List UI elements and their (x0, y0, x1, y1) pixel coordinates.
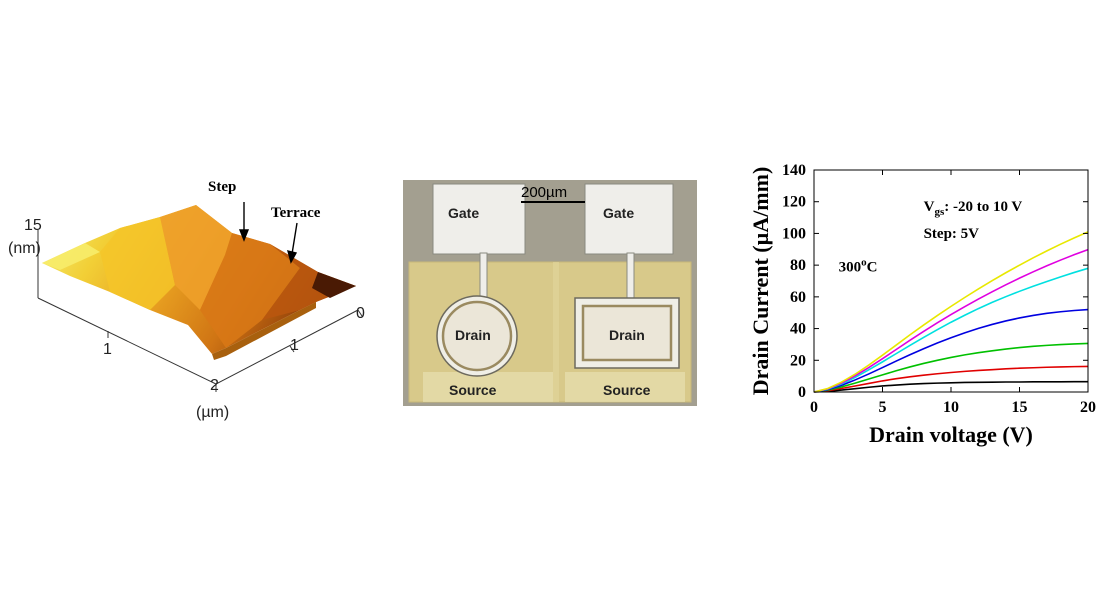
series-line-2 (813, 365, 1089, 393)
y-tick-label: 0 (798, 384, 806, 401)
terrain-band-2 (100, 217, 175, 310)
terrace-label: Terrace (271, 205, 321, 221)
vgs-range: : -20 to 10 V (944, 199, 1022, 215)
micrograph-panel: 200µm Gate Drain Source Gate Drain Sourc… (403, 180, 697, 406)
degree-superscript: o (861, 256, 867, 268)
y-tick-1: 1 (290, 337, 299, 354)
vgs-annotation: Vgs: -20 to 10 V (924, 199, 1023, 218)
x-tick-label: 0 (810, 399, 818, 416)
vgs-symbol: V (924, 199, 935, 215)
y-axis-title: Drain Current (µA/mm) (748, 167, 773, 396)
temperature-annotation: 300oC (839, 256, 878, 275)
scale-bar-label: 200µm (521, 184, 567, 201)
right-source-label: Source (603, 382, 651, 398)
right-gate-label: Gate (603, 205, 634, 221)
left-drain-pad (441, 300, 513, 372)
terrain-band-3 (160, 205, 232, 310)
terrain-front-face (212, 302, 316, 360)
afm-panel: 15 (nm) Step Terrace 1 2 0 1 (µm) (0, 160, 380, 430)
x-axis-title: Drain voltage (V) (869, 422, 1033, 447)
series-line-7 (813, 231, 1089, 393)
left-gate-lead (479, 252, 488, 299)
x-tick-label: 20 (1080, 399, 1096, 416)
z-tick-label: 15 (24, 217, 42, 234)
terrain-band-1 (42, 243, 100, 270)
terrace-arrow (287, 222, 298, 264)
y-tick-label: 120 (782, 194, 806, 211)
series-line-4 (813, 308, 1089, 393)
right-drain-pad (581, 304, 673, 362)
y-tick-label: 80 (790, 257, 806, 274)
afm-axes (37, 230, 363, 392)
step-arrow (238, 202, 250, 242)
temperature-value: 300 (839, 259, 862, 275)
series-layer (813, 231, 1089, 393)
afm-figure: 15 (nm) Step Terrace 1 2 0 1 (µm) (8, 179, 365, 421)
y-tick-0: 0 (356, 305, 365, 322)
y-tick-label: 20 (790, 352, 806, 369)
micrograph-image: 200µm Gate Drain Source Gate Drain Sourc… (403, 180, 697, 406)
iv-chart-panel: 0 5 10 15 20 0 20 40 60 80 100 120 140 Drain voltage… (740, 150, 1105, 450)
terrain-band-4 (200, 233, 300, 348)
left-drain-label: Drain (455, 327, 491, 343)
series-line-6 (813, 248, 1089, 393)
y-tick-label: 40 (790, 321, 806, 338)
x-tick-label: 5 (879, 399, 887, 416)
step-label: Step (208, 179, 236, 195)
y-tick-label: 140 (782, 162, 806, 179)
y-tick-label: 100 (782, 225, 806, 242)
z-unit-label: (nm) (8, 240, 41, 257)
xy-unit-label: (µm) (196, 404, 229, 421)
terrain-band-5 (262, 244, 356, 320)
left-gate-label: Gate (448, 205, 479, 221)
step-annotation: Step: 5V (924, 226, 980, 242)
x-tick-2: 2 (210, 377, 219, 394)
left-source-label: Source (449, 382, 497, 398)
series-line-5 (813, 267, 1089, 393)
series-line-1 (813, 380, 1088, 393)
vgs-subscript: gs (934, 206, 945, 218)
x-tick-label: 15 (1012, 399, 1028, 416)
series-line-3 (813, 342, 1089, 393)
tick-layer: 0 5 10 15 20 0 20 40 60 80 100 120 140 (782, 162, 1096, 416)
terrain-dark-edge (312, 272, 356, 298)
iv-chart: 0 5 10 15 20 0 20 40 60 80 100 120 140 Drain voltage… (748, 162, 1096, 447)
x-tick-1: 1 (103, 341, 112, 358)
temperature-unit: C (867, 259, 878, 275)
x-tick-label: 10 (943, 399, 959, 416)
right-gate-lead (626, 252, 635, 299)
right-gate-pad (584, 183, 674, 255)
left-gate-pad (432, 183, 526, 255)
right-drain-label: Drain (609, 327, 645, 343)
y-tick-label: 60 (790, 289, 806, 306)
